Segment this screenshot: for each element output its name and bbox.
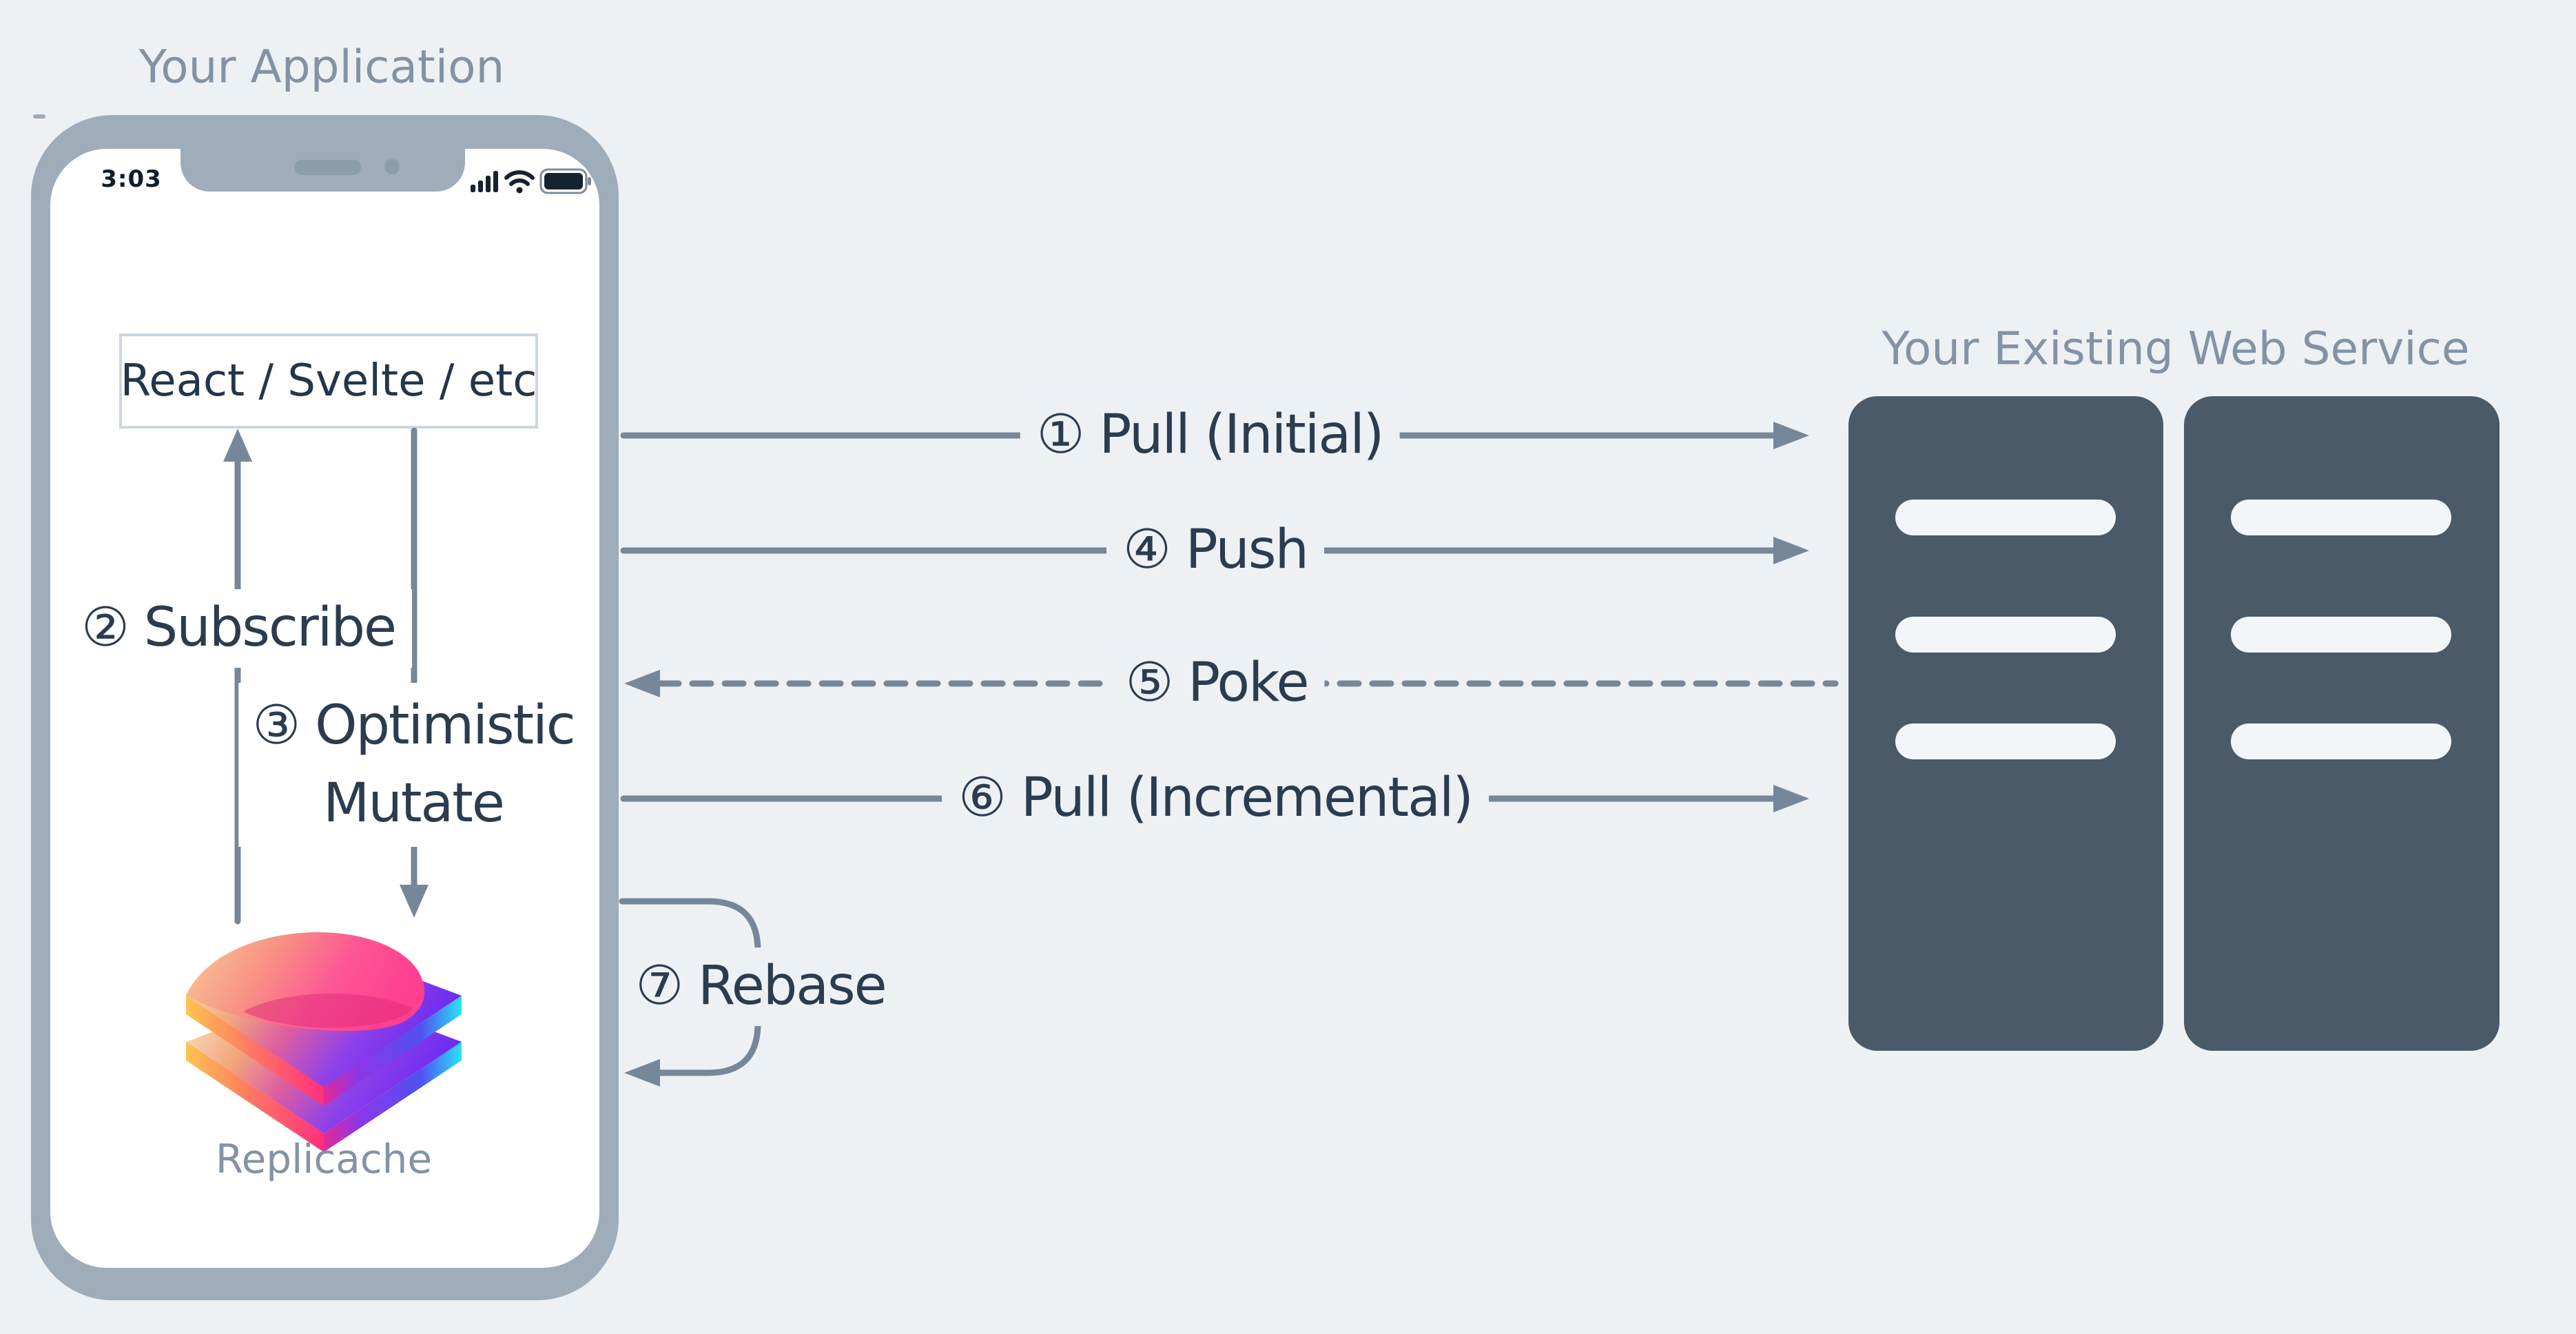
server-slot — [2231, 500, 2451, 535]
wifi-icon — [504, 170, 535, 194]
ui-framework-label: React / Svelte / etc — [120, 356, 537, 407]
label-optimistic-mutate-line1: ③ Optimistic — [252, 695, 575, 757]
replicache-caption: Replicache — [215, 1136, 433, 1182]
server-slot — [1895, 724, 2116, 759]
label-optimistic-mutate-line2: Mutate — [323, 772, 505, 834]
label-push: ④ Push — [1106, 511, 1324, 590]
application-title: Your Application — [138, 40, 505, 94]
label-pull-incremental: ⑥ Pull (Incremental) — [942, 759, 1489, 838]
server-rack-left — [1848, 396, 2163, 1051]
decorative-dash — [33, 114, 45, 119]
replicache-logo-icon — [186, 932, 462, 1152]
server-slot — [1895, 617, 2116, 653]
logo-teardrop-shadow — [243, 993, 413, 1028]
label-rebase: ⑦ Rebase — [619, 947, 903, 1026]
server-slot — [2231, 724, 2451, 759]
server-rack-right — [2184, 396, 2500, 1051]
label-subscribe: ② Subscribe — [65, 589, 412, 668]
ui-framework-box: React / Svelte / etc — [119, 334, 538, 429]
server-slot — [2231, 617, 2451, 653]
status-icons — [471, 168, 591, 194]
signal-icon — [471, 171, 498, 192]
camera-dot-icon — [384, 159, 400, 174]
label-optimistic-mutate: ③ Optimistic Mutate — [238, 683, 588, 847]
phone-notch — [181, 149, 465, 192]
speaker-grille-icon — [294, 160, 361, 175]
label-pull-initial: ① Pull (Initial) — [1020, 396, 1400, 475]
battery-icon — [539, 168, 591, 194]
web-service-title: Your Existing Web Service — [1882, 322, 2470, 376]
status-time: 3:03 — [101, 165, 162, 193]
server-slot — [1895, 500, 2116, 535]
label-poke: ⑤ Poke — [1109, 644, 1325, 723]
